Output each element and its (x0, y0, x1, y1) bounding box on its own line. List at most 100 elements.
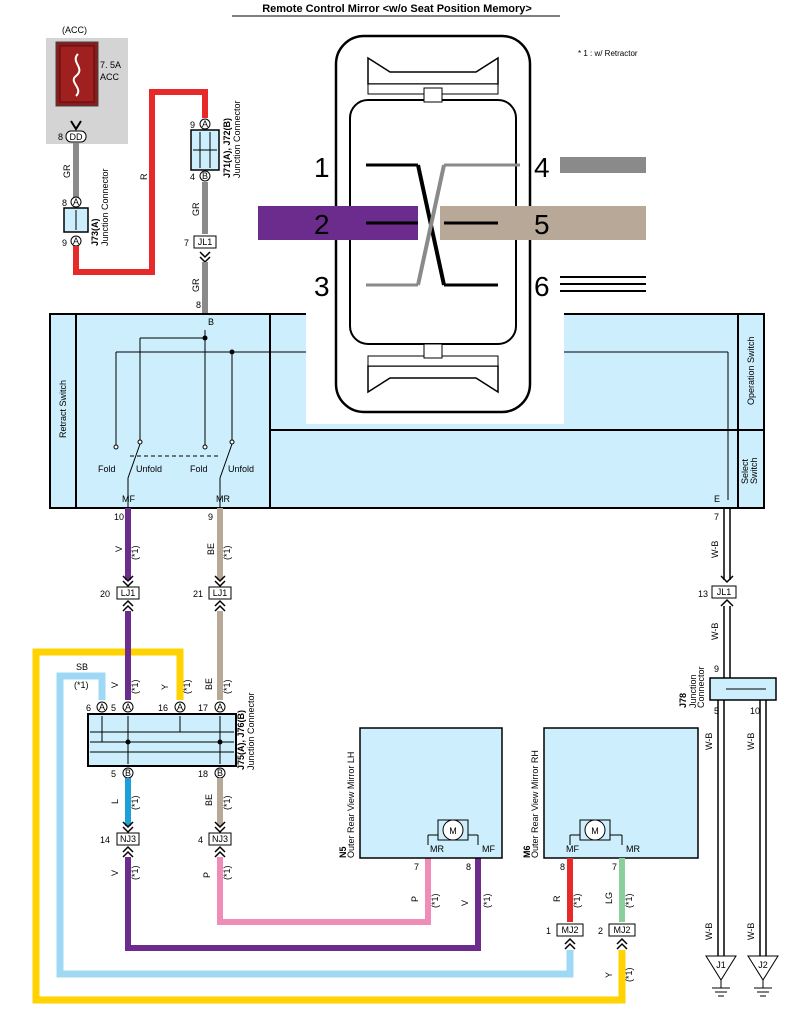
svg-text:L: L (110, 799, 120, 804)
svg-text:(*1): (*1) (74, 680, 89, 690)
junction-j78: 9 J78 Junction Connector 5 10 (678, 664, 777, 716)
svg-text:B: B (217, 768, 223, 778)
svg-text:V: V (460, 900, 470, 906)
svg-text:M: M (449, 826, 457, 836)
svg-text:MJ2: MJ2 (613, 925, 630, 935)
svg-text:SB: SB (76, 662, 88, 672)
svg-text:(*1): (*1) (182, 679, 192, 694)
svg-text:M6: M6 (522, 845, 532, 858)
switch-pin-4: 4 (534, 152, 550, 183)
svg-text:(*1): (*1) (624, 967, 634, 982)
svg-text:Outer Rear View Mirror LH: Outer Rear View Mirror LH (346, 752, 356, 858)
switch-pin-3: 3 (314, 271, 330, 302)
svg-text:(*1): (*1) (222, 679, 232, 694)
svg-text:9: 9 (208, 512, 213, 522)
svg-text:Unfold: Unfold (228, 464, 254, 474)
svg-text:2: 2 (598, 926, 603, 936)
svg-text:B: B (202, 171, 208, 181)
svg-text:B: B (125, 768, 131, 778)
mirror-lh: N5 Outer Rear View Mirror LH M MR MF 7 8 (338, 727, 503, 872)
svg-text:V: V (114, 546, 124, 552)
junction-j71-j72: 9 A 4 B J71(A), J72(B) Junction Connecto… (190, 100, 242, 182)
svg-text:MR: MR (216, 494, 230, 504)
svg-text:9: 9 (190, 120, 195, 130)
wire-sb (56, 672, 574, 978)
svg-text:A: A (73, 197, 79, 207)
svg-text:8: 8 (466, 862, 471, 872)
svg-text:(*1): (*1) (130, 679, 140, 694)
switch-pin-1: 1 (314, 152, 330, 183)
svg-text:GR: GR (191, 202, 201, 216)
svg-text:JL1: JL1 (717, 587, 732, 597)
svg-text:4: 4 (198, 835, 203, 845)
svg-text:7: 7 (414, 862, 419, 872)
acc-fuse-block: (ACC) 7. 5A ACC 8 DD (46, 25, 128, 144)
switch-pinout-overlay: 1 2 3 4 5 6 (258, 20, 646, 424)
svg-text:A: A (73, 236, 79, 246)
switch-pin-2: 2 (314, 209, 330, 240)
svg-text:LJ1: LJ1 (213, 588, 228, 598)
svg-text:(*1): (*1) (222, 795, 232, 810)
svg-text:14: 14 (100, 835, 110, 845)
connector-nj3-right: 4 NJ3 (198, 821, 232, 846)
footnote: * 1 : w/ Retractor (578, 49, 638, 58)
svg-text:8: 8 (62, 198, 67, 208)
svg-text:V: V (110, 870, 120, 876)
j71-desc: Junction Connector (232, 100, 242, 178)
svg-text:J78: J78 (678, 693, 688, 708)
svg-text:E: E (714, 494, 720, 504)
svg-text:21: 21 (193, 589, 203, 599)
connector-mj2-right: 2 MJ2 (598, 923, 636, 950)
select-switch-label-2: Switch (749, 457, 759, 484)
svg-text:LG: LG (604, 892, 614, 904)
svg-text:16: 16 (158, 703, 168, 713)
svg-text:Junction Connector: Junction Connector (246, 692, 256, 770)
switch-pin-5: 5 (534, 209, 550, 240)
svg-text:6: 6 (86, 703, 91, 713)
svg-text:W-B: W-B (704, 923, 714, 940)
svg-text:NJ3: NJ3 (120, 834, 136, 844)
fuse-name: ACC (100, 72, 120, 82)
svg-text:M: M (591, 826, 599, 836)
svg-text:W-B: W-B (746, 733, 756, 750)
svg-text:A: A (177, 702, 183, 712)
connector-jl1-right: 13 JL1 (698, 585, 737, 599)
gray-band (560, 157, 646, 173)
connector-jl1-top: 7 JL1 (184, 235, 217, 264)
svg-text:J1: J1 (716, 960, 726, 970)
svg-text:7: 7 (184, 238, 189, 248)
svg-text:NJ3: NJ3 (212, 834, 228, 844)
svg-text:MF: MF (482, 844, 495, 854)
svg-text:A: A (99, 702, 105, 712)
svg-text:7: 7 (714, 512, 719, 522)
svg-text:N5: N5 (338, 846, 348, 858)
svg-text:W-B: W-B (704, 733, 714, 750)
j73-name: J73(A) (90, 218, 100, 246)
fuse-icon (72, 53, 81, 97)
svg-text:W-B: W-B (710, 623, 720, 640)
svg-text:R: R (552, 895, 562, 902)
ground-j2: J2 (747, 955, 779, 997)
svg-text:Y: Y (604, 972, 614, 978)
svg-text:4: 4 (190, 172, 195, 182)
svg-text:BE: BE (204, 794, 214, 806)
diagram-title: Remote Control Mirror <w/o Seat Position… (262, 3, 532, 15)
wire-y (32, 648, 626, 1004)
svg-text:(*1): (*1) (130, 865, 140, 880)
svg-text:9: 9 (62, 238, 67, 248)
svg-text:P: P (410, 896, 420, 902)
operation-switch-label: Operation Switch (746, 336, 756, 405)
connector-lj1-left: 20 LJ1 (100, 575, 140, 600)
svg-text:18: 18 (198, 769, 208, 779)
svg-text:MF: MF (566, 844, 579, 854)
svg-text:(*1): (*1) (482, 893, 492, 908)
svg-text:JL1: JL1 (198, 237, 213, 247)
svg-text:7: 7 (612, 862, 617, 872)
svg-text:(*1): (*1) (130, 545, 140, 560)
motor-icon (584, 819, 606, 841)
mirror-rh: M6 Outer Rear View Mirror RH M MF MR 8 7 (522, 727, 699, 872)
fuse-connector: DD (70, 132, 83, 142)
svg-text:Fold: Fold (190, 464, 208, 474)
svg-text:17: 17 (198, 703, 208, 713)
